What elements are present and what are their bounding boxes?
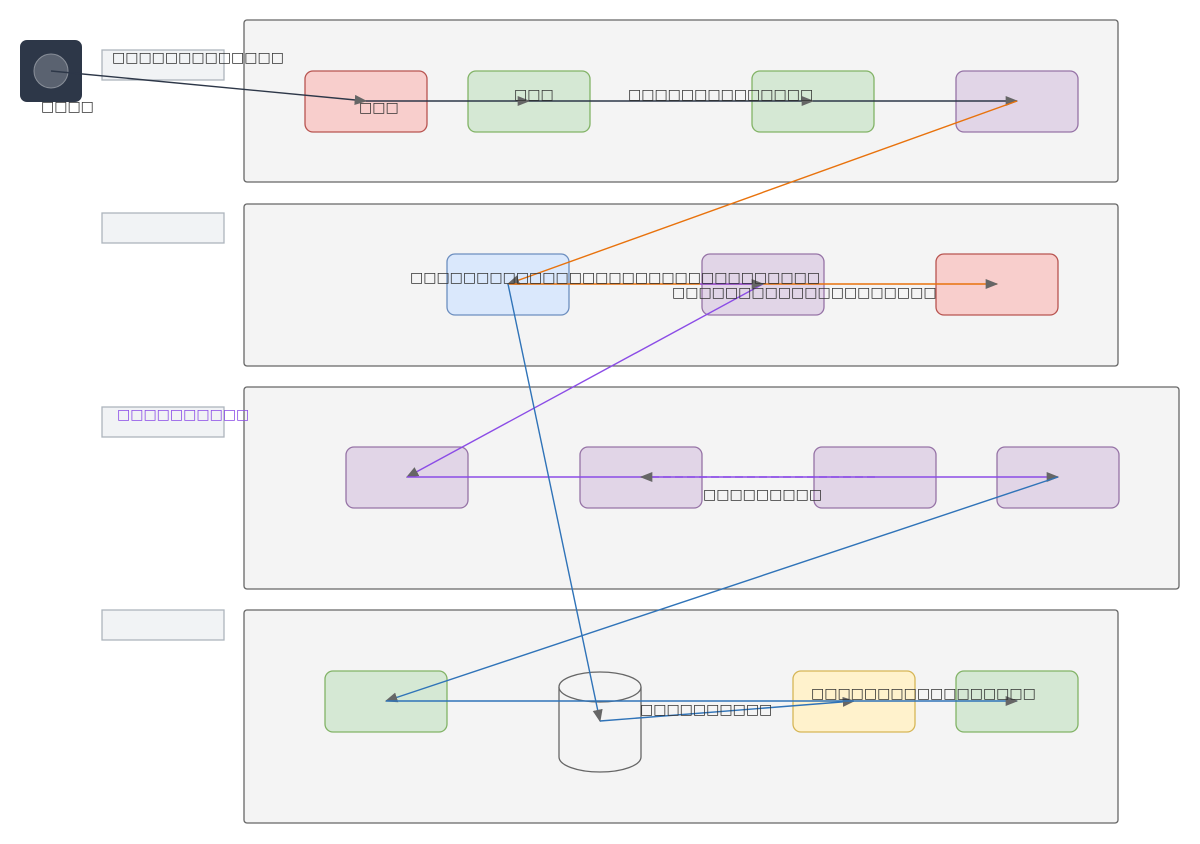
edge-label-n11-n9: □□□□□□□□□ [703,487,822,503]
edge-n6-n8[interactable] [405,283,764,478]
edge-label-n4-n5: □□□□□□□□□□□□□□□□□□□□□□□□□□□□□□□ [410,270,820,286]
actor[interactable]: □□□□ [20,40,94,115]
lane-3-label: □□□□□□□□□□ [117,407,249,423]
lane-2 [243,203,1119,367]
database-node[interactable] [558,671,642,773]
lane-1-label: □□□□□□□□□□□□□ [112,50,284,66]
edge-n5-db[interactable] [507,283,603,723]
database-top [558,671,642,703]
edge-actor-n1[interactable] [50,70,368,105]
node-n1-label: □□□ [359,100,399,116]
edge-label-n12-n14: □□□□□□□□□□□□□□□□□ [811,686,1036,702]
edge-label-db-n13: □□□□□□□□□□ [640,702,772,718]
node-n2-label: □□□ [514,87,554,103]
lane-1-label-box [101,49,225,81]
lane-4 [243,609,1119,824]
edge-label-n6-n8: □□□□□□□□□□□□□□□□□□□□ [672,285,937,301]
edge-n11-n12[interactable] [384,476,1059,703]
lane-3-label-box [101,406,225,438]
edge-n4-n5[interactable] [506,100,1018,285]
actor-label: □□□□ [41,99,94,115]
lane-2-label-box [101,212,225,244]
edge-label-n2-n3: □□□□□□□□□□□□□□ [628,87,813,103]
lane-3 [243,386,1180,590]
database-icon [558,687,642,773]
lane-4-label-box [101,609,225,641]
edge-db-n13[interactable] [599,696,856,722]
